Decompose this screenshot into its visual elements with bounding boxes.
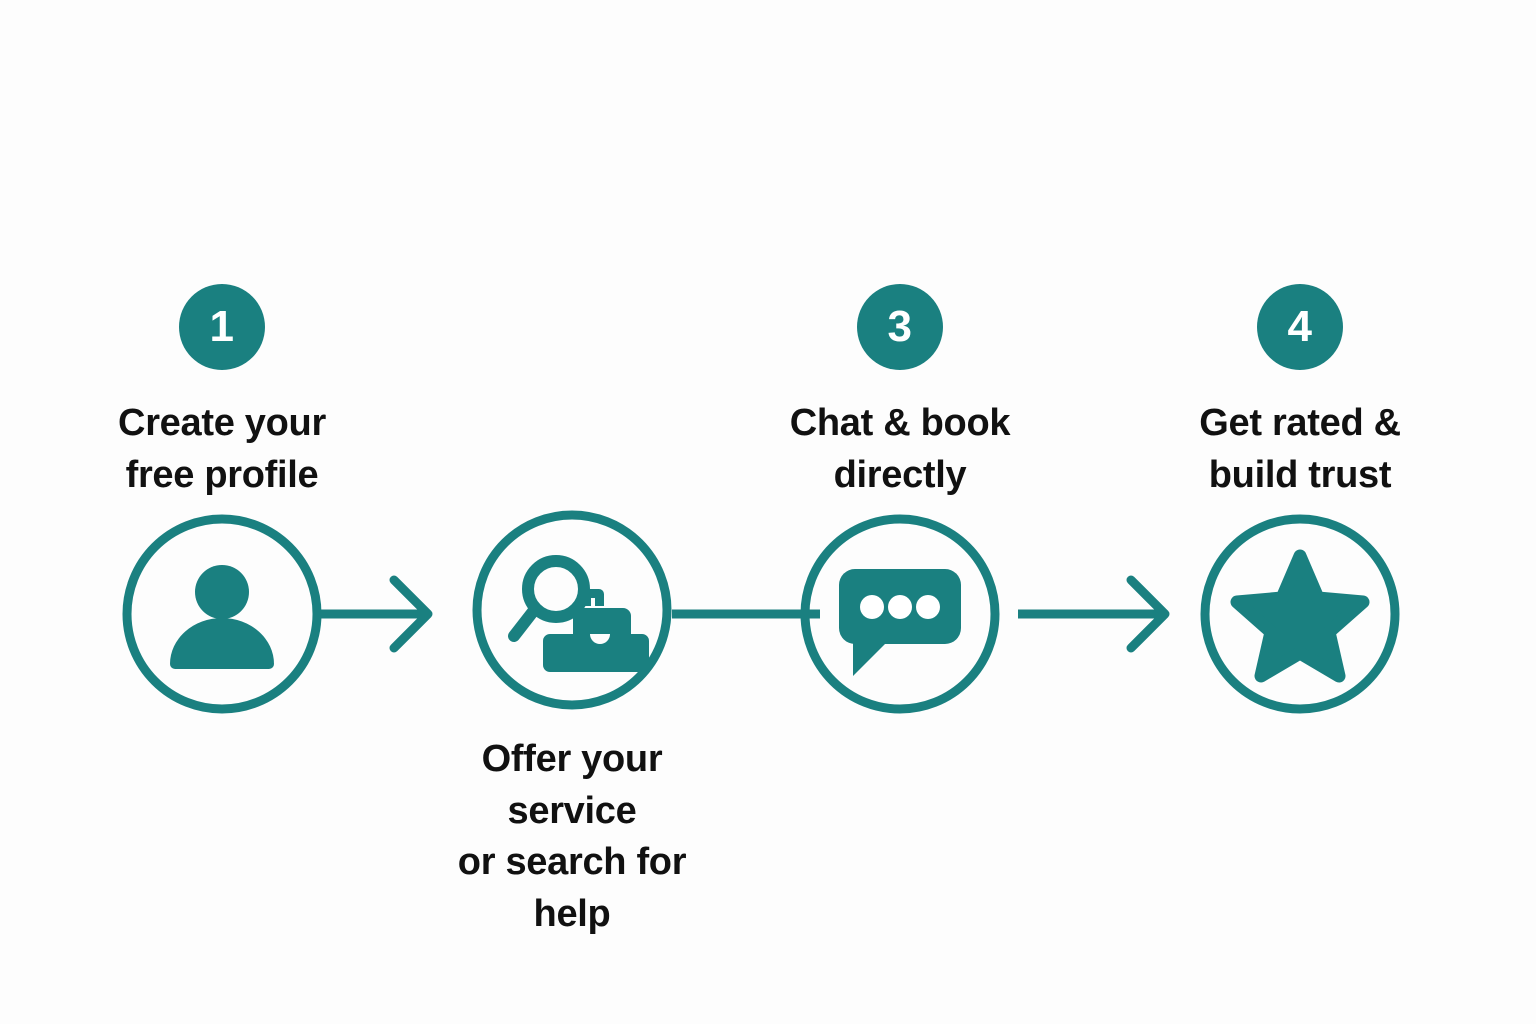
step-1-icon-ring	[122, 514, 322, 714]
connector-step1-step2	[318, 566, 446, 662]
step-1-number-badge: 1	[179, 284, 265, 370]
step-2-caption: Offer your service or search for help	[422, 734, 722, 941]
step-1-caption-line-2: free profile	[125, 453, 319, 496]
step-4-caption-line-2: build trust	[1208, 453, 1392, 496]
briefcase-shape	[543, 589, 649, 672]
person-icon	[170, 565, 274, 669]
step-2-caption-line-2: or search for help	[457, 841, 687, 936]
step-1-caption-line-1: Create your	[118, 402, 326, 444]
step-3-caption-line-1: Chat & book	[789, 402, 1011, 444]
step-3-caption: Chat & book directly	[750, 398, 1050, 501]
step-4-number-badge: 4	[1257, 284, 1343, 370]
step-2-caption-line-1: Offer your service	[481, 738, 663, 832]
step-2-icon-ring	[472, 510, 672, 710]
connector-step2-step3	[672, 566, 820, 662]
search-briefcase-icon	[508, 555, 590, 642]
star-icon	[1230, 549, 1370, 683]
step-4-caption: Get rated & build trust	[1150, 398, 1450, 501]
connector-step3-step4	[1018, 566, 1183, 662]
step-4-caption-line-1: Get rated &	[1199, 402, 1401, 444]
step-3-caption-line-2: directly	[833, 453, 967, 496]
chat-bubble-icon	[839, 569, 961, 676]
step-4-icon-ring	[1200, 514, 1400, 714]
step-1-caption: Create your free profile	[72, 398, 372, 501]
step-3-number-badge: 3	[857, 284, 943, 370]
step-3-icon-ring	[800, 514, 1000, 714]
